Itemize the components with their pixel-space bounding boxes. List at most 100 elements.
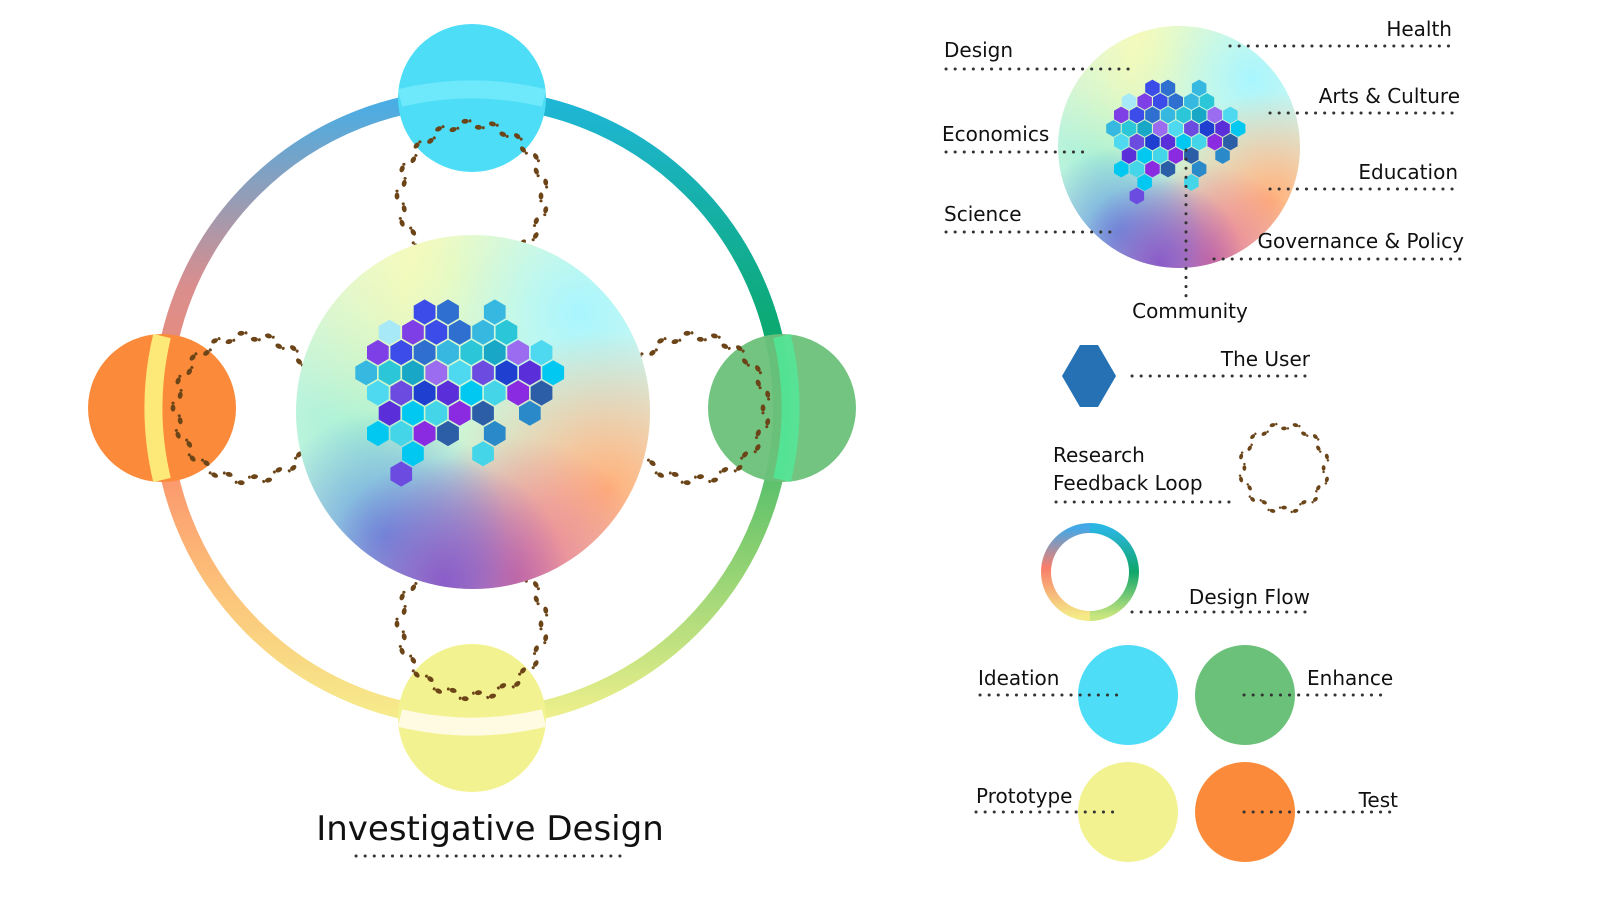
hex-cell [413, 380, 436, 406]
hex-cell [483, 380, 506, 406]
footprint-mark [1290, 508, 1299, 515]
hex-cell [1207, 133, 1222, 151]
footprint-mark [261, 476, 273, 485]
footprint-mark [1278, 505, 1287, 510]
hex-cell [437, 380, 459, 406]
hex-cell [1184, 120, 1199, 137]
hex-cell [1145, 133, 1160, 151]
hex-cell [1121, 120, 1137, 137]
hex-cell [542, 360, 565, 386]
legend-test-label: Test [1358, 788, 1399, 812]
hex-cell [1137, 174, 1152, 191]
hex-cell [448, 400, 471, 426]
design-flow-ring-icon [1041, 523, 1139, 621]
footprint-mark [1246, 442, 1254, 452]
hex-cell [1160, 160, 1176, 178]
footprint-mark [247, 473, 259, 480]
hex-cell [1137, 120, 1152, 137]
footprint-mark [1321, 465, 1326, 474]
footprint-mark [530, 659, 540, 671]
hex-cell [413, 420, 436, 447]
footprint-mark [1324, 453, 1331, 462]
footprint-mark [531, 216, 540, 228]
footprint-mark [656, 335, 668, 345]
hex-cell [437, 420, 459, 447]
hex-cell [448, 360, 471, 386]
hex-cell [483, 299, 506, 325]
hex-cell [390, 420, 413, 447]
hex-cell [1160, 133, 1176, 151]
footprint-mark [401, 176, 408, 188]
legend-loop-label-line2: Feedback Loop [1053, 471, 1203, 495]
hex-cell [1114, 106, 1129, 124]
stage-circles [88, 24, 856, 792]
hex-cell [1230, 120, 1246, 137]
hex-cell [1191, 133, 1207, 151]
footprint-mark [394, 617, 400, 628]
footprint-mark [274, 342, 286, 352]
footprint-mark [1269, 421, 1278, 428]
hex-cell [1153, 93, 1168, 110]
hex-cell [1215, 120, 1230, 137]
hex-cell [378, 360, 401, 386]
footprint-mark [1310, 496, 1319, 505]
footprint-mark [1238, 451, 1245, 460]
footprint-mark [222, 470, 234, 478]
hex-cell [402, 441, 424, 467]
hex-cell [472, 360, 494, 386]
footprint-mark [407, 653, 418, 665]
footprint-mark [398, 162, 407, 174]
user-orb [296, 235, 650, 589]
hex-cell [1168, 120, 1183, 137]
footprint-mark [400, 201, 408, 213]
hex-cell [530, 380, 553, 406]
hex-cell [1191, 106, 1207, 124]
footprint-mark [720, 342, 732, 352]
hex-cell [1176, 106, 1191, 124]
hex-cell [507, 380, 529, 406]
diagram-title: Investigative Design [316, 809, 664, 849]
hex-cell [1199, 93, 1215, 110]
hex-cell [413, 339, 436, 366]
hex-cell [1207, 106, 1222, 124]
hex-cell [1106, 120, 1121, 137]
hex-cell [425, 319, 448, 345]
user-hexagon-icon [1062, 345, 1116, 407]
hex-cell [448, 319, 471, 345]
footprint-mark [710, 332, 722, 340]
hex-cell [367, 380, 389, 406]
hex-cell [1129, 106, 1145, 124]
footprint-mark [696, 336, 707, 343]
hex-cell [519, 400, 541, 426]
legend-prototype-swatch [1078, 762, 1178, 862]
hex-cell [519, 360, 541, 386]
hex-cell [483, 339, 506, 366]
hex-cell [390, 339, 413, 366]
footprint-mark [542, 633, 549, 645]
footprint-mark [237, 330, 248, 337]
legend-design-flow-label: Design Flow [1189, 585, 1310, 609]
hex-cell [1153, 147, 1168, 164]
hex-cell [1199, 120, 1215, 137]
footprint-mark [668, 470, 680, 478]
hex-cell [390, 461, 413, 487]
hex-cell [483, 420, 506, 447]
footprint-mark [532, 166, 541, 178]
footprint-mark [398, 590, 407, 602]
hex-cell [495, 360, 518, 386]
hex-cell [1153, 120, 1168, 137]
hex-cell [425, 360, 448, 386]
hex-cell [1145, 106, 1160, 124]
footprint-mark [264, 332, 276, 340]
hex-cell [1184, 174, 1199, 191]
footprint-mark [542, 178, 550, 189]
footprint-mark [538, 192, 544, 203]
footprint-mark [400, 629, 408, 641]
footprint-mark [1237, 474, 1244, 483]
footprint-mark [1258, 498, 1268, 506]
hex-cell [1114, 133, 1129, 151]
sector-governance-policy: Governance & Policy [1258, 229, 1465, 253]
hex-cell [378, 319, 401, 345]
footprint-mark [1298, 499, 1308, 507]
footprint-mark [707, 476, 719, 485]
